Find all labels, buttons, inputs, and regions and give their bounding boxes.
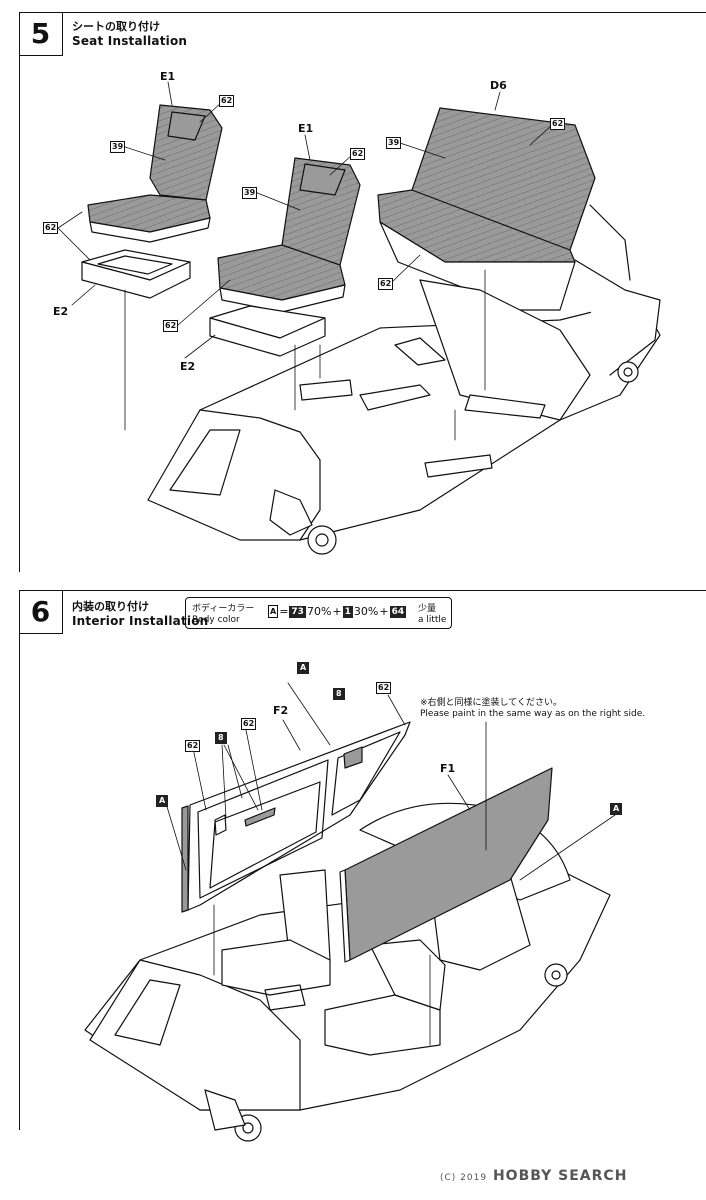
color-ref-62: 62 (376, 682, 392, 694)
paint-chip-a: A (268, 605, 279, 618)
part-label-d6: D6 (490, 79, 507, 92)
part-label-e1-left: E1 (160, 70, 176, 83)
leader-lines-step5 (57, 81, 553, 359)
paint-pct-1: 30% (353, 605, 379, 618)
color-ref-a: A (297, 662, 310, 674)
door-panel-f2 (181, 721, 411, 913)
watermark-copyright: (C) 2019 (440, 1173, 488, 1183)
plus-sign-1: + (332, 605, 342, 618)
rear-seat-d6 (377, 107, 596, 311)
plus-sign-2: + (379, 605, 389, 618)
color-ref-62: 62 (241, 718, 257, 730)
chassis-step6 (84, 802, 611, 1142)
color-ref-39: 39 (386, 137, 402, 149)
step6-frame (19, 590, 706, 1130)
chassis-step5 (147, 204, 661, 555)
seat-e1-left (87, 104, 223, 243)
side-panel-f1 (339, 767, 553, 963)
paint-note-en: Please paint in the same way as on the r… (420, 709, 646, 719)
step5-frame (19, 12, 706, 572)
guide-lines-step6 (164, 682, 616, 1046)
color-ref-62: 62 (43, 222, 59, 234)
color-ref-62: 62 (350, 148, 366, 160)
part-label-e2-mid: E2 (180, 360, 196, 373)
paint-chip-1: 1 (342, 605, 353, 618)
seat-base-e2-left (81, 249, 191, 299)
body-color-label-ja: ボディーカラー (192, 604, 255, 614)
color-ref-62: 62 (185, 740, 201, 752)
paint-note-ja: ※右側と同様に塗装してください。 (420, 698, 563, 708)
color-ref-39: 39 (110, 141, 126, 153)
seat-e1-mid (217, 157, 361, 313)
seat-base-e2-mid (209, 305, 326, 357)
part-label-f1: F1 (440, 762, 456, 775)
little-ja: 少量 (418, 604, 437, 614)
step5-title-en: Seat Installation (72, 34, 188, 48)
step5-title-ja: シートの取り付け (72, 20, 160, 33)
little-en: a little (418, 615, 447, 625)
color-ref-62: 62 (163, 320, 179, 332)
step5-number: 5 (19, 12, 63, 56)
body-color-box: ボディーカラー Body color A = 73 70% + 1 30% + … (185, 597, 452, 629)
color-ref-8: 8 (333, 688, 345, 700)
guide-lines-step5 (124, 269, 486, 441)
color-ref-a: A (156, 795, 169, 807)
body-color-formula: A = 73 70% + 1 30% + 64 (268, 605, 407, 618)
watermark: (C) 2019 HOBBY SEARCH (440, 1168, 627, 1184)
paint-chip-73: 73 (289, 605, 306, 618)
watermark-text: HOBBY SEARCH (492, 1168, 628, 1184)
color-ref-62: 62 (219, 95, 235, 107)
color-ref-a: A (610, 803, 623, 815)
color-ref-62: 62 (378, 278, 394, 290)
part-label-f2: F2 (273, 704, 289, 717)
body-color-label-en: Body color (192, 615, 240, 625)
color-ref-62: 62 (550, 118, 566, 130)
step6-title-en: Interior Installation (72, 614, 209, 628)
step6-title-ja: 内装の取り付け (72, 600, 149, 613)
color-ref-39: 39 (242, 187, 258, 199)
paint-chip-64: 64 (389, 605, 407, 618)
part-label-e2-left: E2 (53, 305, 69, 318)
paint-pct-73: 70% (306, 605, 332, 618)
step6-number: 6 (19, 590, 63, 634)
part-label-e1-mid: E1 (298, 122, 314, 135)
color-ref-8: 8 (215, 732, 227, 744)
